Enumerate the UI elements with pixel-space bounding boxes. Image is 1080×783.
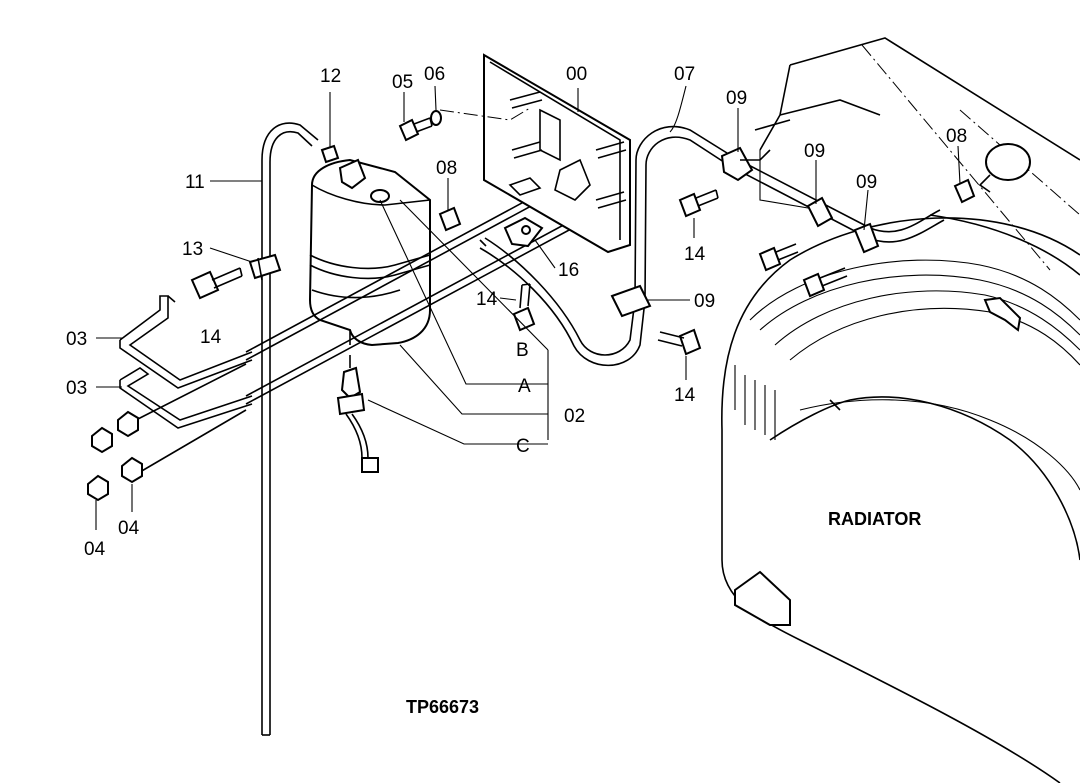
callout-B: B <box>516 340 529 361</box>
callout-02: 02 <box>564 406 585 427</box>
clamp-09-d <box>610 284 652 318</box>
level-sensor <box>336 355 379 473</box>
reservoir-tank <box>308 158 431 347</box>
bolt-14-upper <box>678 189 719 218</box>
callout-08-left: 08 <box>436 158 457 179</box>
callout-04-left: 04 <box>84 539 106 560</box>
clip-top <box>320 144 340 164</box>
bolt-14-lower <box>657 328 702 356</box>
callout-07: 07 <box>674 64 695 85</box>
radiator-cap <box>978 143 1031 193</box>
tube-clamp <box>248 253 282 281</box>
figure-id: TP66673 <box>406 697 479 717</box>
nut-lower-right <box>121 456 143 484</box>
washer-06 <box>430 110 442 126</box>
clamp-09-b <box>806 196 834 228</box>
callout-14-middle: 14 <box>476 289 498 310</box>
callout-00: 00 <box>566 64 587 85</box>
nut-upper-right <box>117 410 139 438</box>
callout-04-right: 04 <box>118 518 140 539</box>
callout-08-right: 08 <box>946 126 967 147</box>
callout-09-lower: 09 <box>694 291 715 312</box>
bolt-05 <box>398 117 433 142</box>
clip-08-right <box>953 178 976 204</box>
mounting-bracket <box>483 53 631 254</box>
clamp-09-c <box>853 222 880 254</box>
overflow-tube <box>261 122 319 736</box>
callout-09-mid: 09 <box>804 141 825 162</box>
bolt-middle <box>512 283 536 332</box>
callout-13: 13 <box>182 239 203 260</box>
bolt-radiator-b <box>802 267 848 298</box>
callout-03-lower: 03 <box>66 378 87 399</box>
callout-16: 16 <box>558 260 579 281</box>
bolt-left <box>190 267 243 300</box>
nut-upper-left <box>91 426 113 454</box>
callout-06: 06 <box>424 64 445 85</box>
callout-14-lower-right: 14 <box>674 385 696 406</box>
callout-03-upper: 03 <box>66 329 87 350</box>
bolt-radiator-a <box>758 243 799 272</box>
callout-14-upper-right: 14 <box>684 244 706 265</box>
callout-C: C <box>516 436 530 457</box>
callout-14-left: 14 <box>200 327 222 348</box>
bracket-16 <box>503 216 544 248</box>
callout-05: 05 <box>392 72 413 93</box>
radiator <box>721 37 1080 783</box>
nut-lower-left <box>87 474 109 502</box>
radiator-label: RADIATOR <box>828 509 921 529</box>
callout-12: 12 <box>320 66 341 87</box>
clip-08-left <box>438 206 462 232</box>
clamp-09-a <box>720 146 771 182</box>
hose-07 <box>479 125 736 367</box>
callout-11: 11 <box>185 172 205 193</box>
leader-lines <box>95 85 961 530</box>
callout-A: A <box>518 376 531 397</box>
callout-09-right: 09 <box>856 172 877 193</box>
callout-09-top: 09 <box>726 88 747 109</box>
